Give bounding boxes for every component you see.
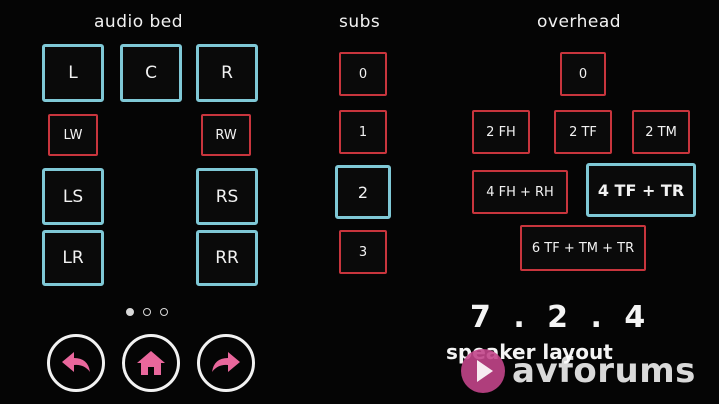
back-arrow-icon (62, 352, 90, 372)
page-dot-2[interactable] (143, 308, 151, 316)
speaker-lr-button[interactable]: LR (42, 230, 104, 286)
back-button[interactable] (47, 334, 105, 392)
overhead-2fh-button[interactable]: 2 FH (472, 110, 530, 154)
speaker-rs-button[interactable]: RS (196, 168, 258, 225)
speaker-r-button[interactable]: R (196, 44, 258, 102)
home-button[interactable] (122, 334, 180, 392)
overhead-2tf-button[interactable]: 2 TF (554, 110, 612, 154)
audio-bed-title: audio bed (94, 12, 184, 32)
page-dot-3[interactable] (160, 308, 168, 316)
speaker-rw-button[interactable]: RW (201, 114, 251, 156)
subs-0-button[interactable]: 0 (339, 52, 387, 96)
overhead-title: overhead (537, 12, 622, 32)
speaker-c-button[interactable]: C (120, 44, 182, 102)
overhead-2tm-button[interactable]: 2 TM (632, 110, 690, 154)
watermark-text: avforums (512, 351, 696, 391)
overhead-6tf-tm-tr-button[interactable]: 6 TF + TM + TR (520, 225, 646, 271)
avforums-watermark: avforums (460, 348, 696, 394)
subs-1-button[interactable]: 1 (339, 110, 387, 154)
home-icon (137, 351, 165, 375)
speaker-layout-value: 7 . 2 . 4 (470, 300, 652, 335)
overhead-0-button[interactable]: 0 (560, 52, 606, 96)
speaker-l-button[interactable]: L (42, 44, 104, 102)
subs-3-button[interactable]: 3 (339, 230, 387, 274)
forward-arrow-icon (212, 352, 240, 372)
speaker-ls-button[interactable]: LS (42, 168, 104, 225)
speaker-rr-button[interactable]: RR (196, 230, 258, 286)
overhead-4fh-rh-button[interactable]: 4 FH + RH (472, 170, 568, 214)
page-dot-1[interactable] (126, 308, 134, 316)
page-indicator (126, 308, 168, 316)
subs-title: subs (339, 12, 381, 32)
speaker-lw-button[interactable]: LW (48, 114, 98, 156)
forward-button[interactable] (197, 334, 255, 392)
overhead-4tf-tr-button[interactable]: 4 TF + TR (586, 163, 696, 217)
subs-2-button[interactable]: 2 (335, 165, 391, 219)
avforums-logo-icon (461, 349, 505, 393)
